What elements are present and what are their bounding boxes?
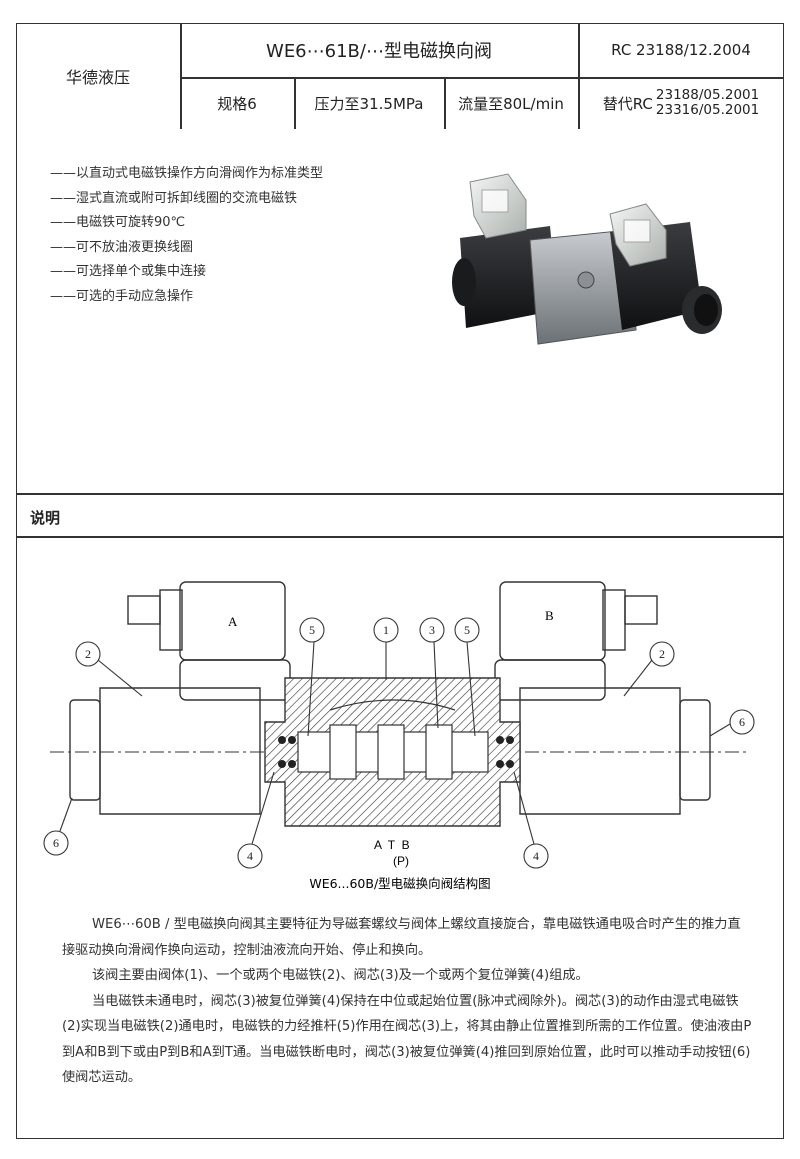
callout-1: 1 bbox=[383, 623, 389, 637]
replace-info: 替代RC 23188/05.2001 23316/05.2001 bbox=[578, 77, 784, 129]
callout-6-left: 6 bbox=[53, 836, 59, 850]
feature-item: ——可选的手动应急操作 bbox=[50, 288, 194, 304]
callout-6-right: 6 bbox=[739, 715, 745, 729]
spec-size: 规格6 bbox=[217, 94, 257, 113]
feature-item: ——可不放油液更换线圈 bbox=[50, 239, 194, 255]
replace-code-1: 23188/05.2001 bbox=[655, 87, 760, 103]
replace-code-2: 23316/05.2001 bbox=[655, 102, 760, 118]
product-title: WE6⋯61B/⋯型电磁换向阀 bbox=[266, 41, 492, 62]
description-para: 当电磁铁未通电时，阀芯(3)被复位弹簧(4)保持在中位或起始位置(脉冲式阀除外)… bbox=[62, 993, 752, 1086]
port-p-label: (P) bbox=[393, 854, 409, 868]
divider-features bbox=[16, 493, 784, 495]
spec-pressure: 压力至31.5MPa bbox=[314, 94, 424, 113]
description: WE6⋯60B / 型电磁换向阀其主要特征为导磁套螺纹与阀体上螺纹直接旋合，靠电… bbox=[62, 912, 752, 1091]
feature-item: ——以直动式电磁铁操作方向滑阀作为标准类型 bbox=[50, 166, 324, 181]
coil-b-label: B bbox=[545, 608, 554, 623]
callout-5-right: 5 bbox=[464, 623, 470, 637]
callout-2-left: 2 bbox=[85, 647, 91, 661]
description-para: 该阀主要由阀体(1)、一个或两个电磁铁(2)、阀芯(3)及一个或两个复位弹簧(4… bbox=[92, 968, 589, 983]
company-name: 华德液压 bbox=[65, 68, 130, 87]
callout-3: 3 bbox=[429, 623, 435, 637]
callout-5-left: 5 bbox=[309, 623, 315, 637]
port-labels: A T B bbox=[374, 838, 410, 852]
callout-4-left: 4 bbox=[247, 849, 253, 863]
diagram-caption: WE6...60B/型电磁换向阀结构图 bbox=[309, 876, 490, 891]
feature-list: ——以直动式电磁铁操作方向滑阀作为标准类型 ——湿式直流或附可拆卸线圈的交流电磁… bbox=[50, 162, 323, 310]
description-para: WE6⋯60B / 型电磁换向阀其主要特征为导磁套螺纹与阀体上螺纹直接旋合，靠电… bbox=[62, 917, 741, 958]
coil-a-label: A bbox=[228, 614, 238, 629]
header-table: 华德液压 WE6⋯61B/⋯型电磁换向阀 RC 23188/12.2004 规格… bbox=[16, 23, 784, 129]
divider-section bbox=[16, 536, 784, 538]
product-photo bbox=[452, 173, 722, 345]
page-frame bbox=[16, 23, 784, 1139]
feature-item: ——可选择单个或集中连接 bbox=[50, 264, 207, 280]
feature-item: ——电磁铁可旋转90℃ bbox=[50, 215, 186, 231]
callout-4-right: 4 bbox=[533, 849, 539, 863]
callout-2-right: 2 bbox=[659, 647, 665, 661]
section-title: 说明 bbox=[30, 509, 61, 527]
feature-item: ——湿式直流或附可拆卸线圈的交流电磁铁 bbox=[50, 190, 298, 206]
replace-label: 替代RC bbox=[602, 94, 653, 113]
doc-code: RC 23188/12.2004 bbox=[611, 41, 751, 59]
spec-flow: 流量至80L/min bbox=[458, 94, 564, 113]
valve-structure-diagram: A B A T B (P) 2 5 1 3 5 2 6 6 4 4 WE6...… bbox=[43, 581, 755, 891]
